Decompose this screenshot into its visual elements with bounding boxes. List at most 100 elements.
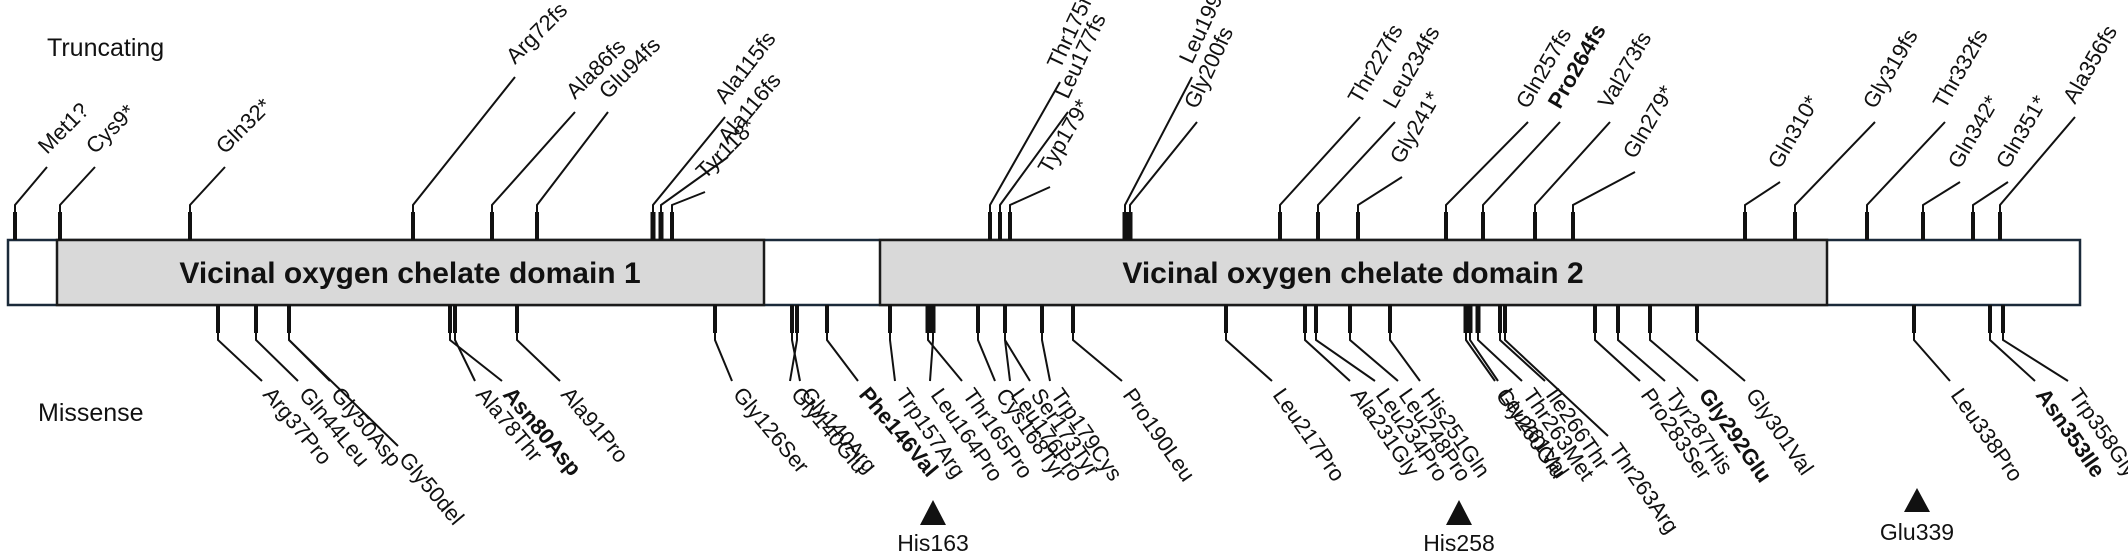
truncating-leader-gln32	[189, 166, 226, 212]
missense-leader-leu234pro	[1315, 333, 1376, 382]
site-label-glu339: Glu339	[1880, 519, 1954, 545]
truncating-leader-val273fs	[1534, 121, 1611, 212]
truncating-mutation-gln310: Gln310*	[1743, 91, 1825, 240]
truncating-leader-thr175fs	[989, 81, 1061, 212]
truncating-label-cys9: Cys9*	[81, 99, 140, 158]
missense-leader-thr165pro	[927, 333, 963, 382]
missense-mutations: Arg37ProGln44LeuGly50AspGly50delAsn80Asp…	[216, 305, 2128, 538]
truncating-leader-ala115fs	[652, 116, 726, 212]
truncating-mutation-typ179: Typ179*	[1008, 95, 1095, 240]
truncating-leader-met1	[14, 166, 48, 212]
site-marker-his258	[1446, 500, 1472, 525]
truncating-leader-thr332fs	[1866, 121, 1946, 212]
missense-leader-cys168tyr	[977, 333, 996, 382]
missense-leader-pro190leu	[1072, 333, 1123, 382]
truncating-leader-gln257fs	[1445, 121, 1529, 212]
missense-leader-leu248pro	[1349, 333, 1399, 382]
missense-label-pro190leu: Pro190Leu	[1118, 384, 1200, 487]
missense-leader-gly301val	[1696, 333, 1746, 382]
site-label-his258: His258	[1423, 530, 1495, 556]
missense-leader-tyr287his	[1617, 333, 1666, 382]
missense-leader-arg37pro	[217, 333, 263, 382]
truncating-label-ala356fs: Ala356fs	[2058, 21, 2122, 108]
truncating-leader-gln351	[1972, 181, 2009, 212]
site-marker-glu339	[1904, 488, 1930, 512]
missense-mutation-trp358gly: Trp358Gly	[2001, 305, 2128, 481]
missense-mutation-ala78thr: Ala78Thr	[453, 305, 548, 467]
truncating-leader-typ179	[1009, 186, 1051, 212]
truncating-leader-gln279	[1572, 171, 1636, 212]
truncating-leader-leu199fs	[1124, 76, 1193, 212]
truncating-label-gly319fs: Gly319fs	[1858, 25, 1923, 113]
missense-leader-ala78thr	[454, 333, 476, 382]
truncating-leader-pro264fs	[1482, 121, 1561, 212]
truncating-mutation-gln257fs: Gln257fs	[1444, 24, 1576, 240]
truncating-label-typ179: Typ179*	[1033, 95, 1095, 178]
domain-1-box	[55, 238, 766, 307]
truncating-leader-leu234fs	[1317, 121, 1396, 212]
domain-1-label: Vicinal oxygen chelate domain 1	[179, 257, 640, 290]
missense-label-leu217pro: Leu217Pro	[1268, 384, 1350, 487]
missense-leader-phe146val	[826, 333, 859, 382]
missense-leader-his251gln	[1389, 333, 1421, 382]
truncating-mutation-gln279: Gln279*	[1571, 81, 1680, 240]
missense-mutation-leu217pro: Leu217Pro	[1224, 305, 1350, 487]
truncating-leader-tyr118	[671, 191, 706, 212]
missense-leader-leu261val	[1469, 333, 1499, 382]
truncating-leader-ala86fs	[491, 111, 576, 212]
missense-leader-leu176pro	[1004, 333, 1011, 382]
missense-leader-leu164pro	[929, 333, 934, 382]
truncating-label-gln310: Gln310*	[1763, 91, 1825, 173]
missense-mutation-leu338pro: Leu338Pro	[1912, 305, 2028, 487]
truncating-leader-thr227fs	[1279, 116, 1361, 212]
truncating-leader-gln342	[1922, 181, 1961, 212]
truncating-mutation-gln32: Gln32*	[188, 93, 277, 240]
missense-leader-pro283ser	[1594, 333, 1641, 382]
domain-2-label: Vicinal oxygen chelate domain 2	[1122, 257, 1583, 290]
missense-leader-thr263arg	[1504, 333, 1609, 437]
truncating-leader-ala356fs	[1999, 116, 2076, 212]
missense-leader-leu217pro	[1225, 333, 1273, 382]
missense-leader-trp179cys	[1041, 333, 1051, 382]
truncating-mutation-gln342: Gln342*	[1921, 91, 2004, 240]
truncating-mutation-met1: Met1?	[13, 98, 94, 240]
truncating-label-gln279: Gln279*	[1618, 81, 1680, 163]
missense-leader-ile266thr	[1499, 333, 1546, 382]
missense-leader-gly140glu	[789, 333, 798, 382]
missense-leader-asn353ile	[1989, 333, 2036, 382]
missense-leader-gln44leu	[255, 333, 299, 382]
truncating-leader-leu177fs	[999, 111, 1069, 212]
truncating-leader-gln310	[1744, 181, 1781, 212]
missense-leader-asn80asp	[449, 333, 503, 382]
missense-label-gly50del: Gly50del	[394, 447, 469, 530]
truncating-leader-arg72fs	[412, 76, 516, 212]
site-marker-his163	[920, 500, 946, 525]
missense-label-leu338pro: Leu338Pro	[1946, 384, 2028, 487]
truncating-label-gln32: Gln32*	[211, 93, 277, 159]
missense-leader-trp358gly	[2002, 333, 2069, 382]
domain-2-box	[878, 238, 1829, 307]
missense-leader-gly140arg	[791, 333, 801, 382]
truncating-mutation-gly241: Gly241*	[1356, 87, 1446, 240]
missense-leader-gly50del	[288, 333, 399, 447]
truncating-leader-cys9	[59, 166, 96, 212]
truncating-leader-gly200fs	[1129, 121, 1198, 212]
truncating-leader-glu94fs	[536, 111, 609, 212]
truncating-label: Truncating	[47, 34, 164, 62]
missense-leader-trp157arg	[889, 333, 896, 382]
missense-leader-gly292glu	[1649, 333, 1699, 382]
missense-leader-ala231gly	[1304, 333, 1351, 382]
missense-label-thr263arg: Thr263Arg	[1604, 439, 1684, 538]
missense-mutation-arg37pro: Arg37Pro	[216, 305, 337, 469]
missense-leader-thr263met	[1477, 333, 1523, 382]
missense-leader-ala91pro	[516, 333, 561, 382]
site-label-his163: His163	[897, 530, 969, 556]
missense-leader-gly260glu	[1465, 333, 1496, 382]
truncating-leader-gly241	[1357, 176, 1403, 212]
truncating-leader-gly319fs	[1794, 121, 1876, 212]
truncating-label-met1: Met1?	[33, 98, 94, 159]
truncating-leader-ala116fs	[660, 156, 729, 212]
missense-leader-leu338pro	[1913, 333, 1951, 382]
